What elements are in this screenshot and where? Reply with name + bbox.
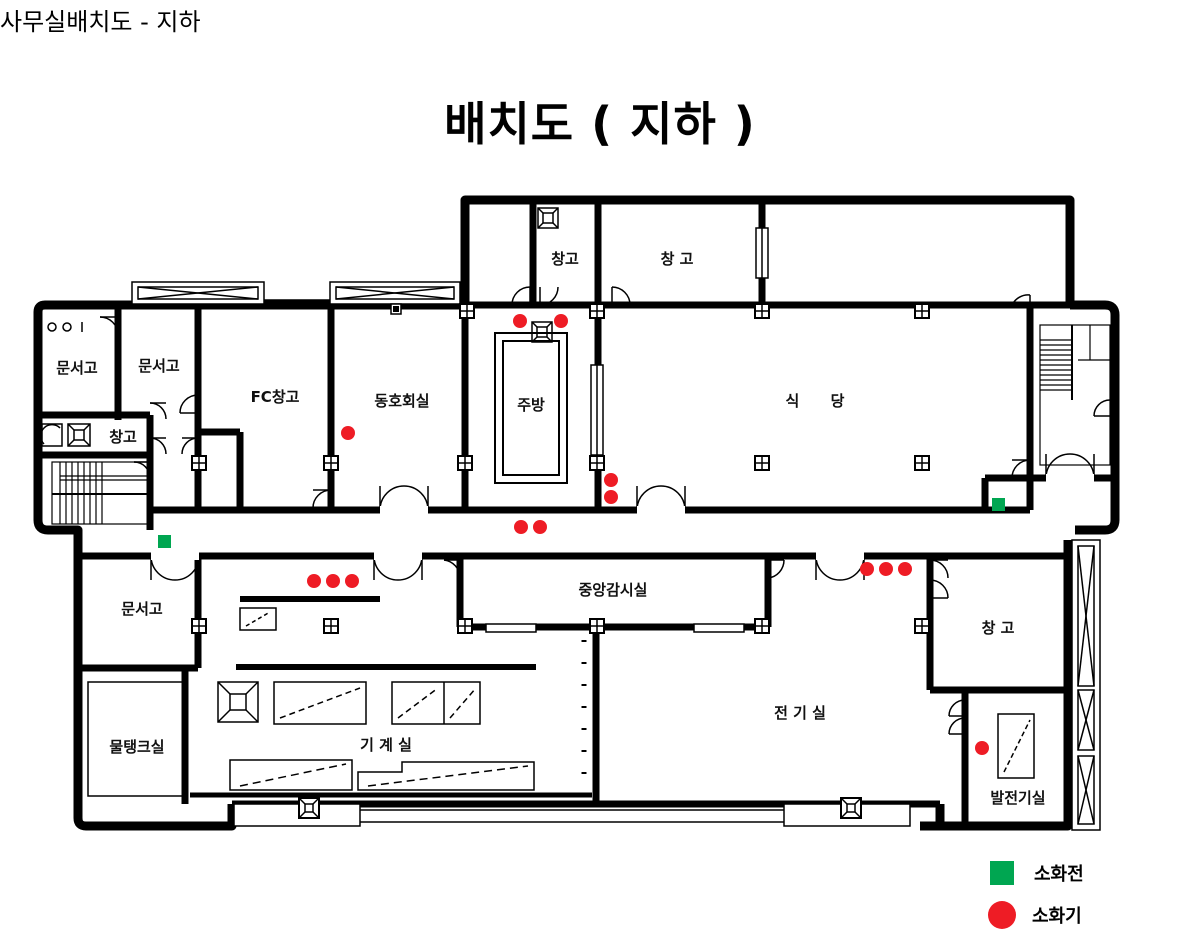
fire-extinguisher-marker xyxy=(307,574,321,588)
fire-extinguisher-marker xyxy=(860,562,874,576)
room-label-generator-room: 발전기실 xyxy=(990,789,1045,807)
room-label-fc-storage: FC창고 xyxy=(251,388,300,406)
legend: 소화전 소화기 xyxy=(988,852,1190,936)
page-title: 사무실배치도 - 지하 xyxy=(0,8,201,36)
fire-extinguishers xyxy=(307,314,989,755)
room-label-storage: 창고 xyxy=(551,250,579,268)
fire-hydrants xyxy=(158,498,1005,548)
top-windows xyxy=(131,281,461,305)
water-tank xyxy=(87,681,185,797)
fire-extinguisher-marker xyxy=(604,473,618,487)
extinguisher-swatch-icon xyxy=(988,901,1016,929)
room-label-central-monitoring: 중앙감시실 xyxy=(578,581,647,599)
doors xyxy=(99,286,1111,735)
column-markers xyxy=(191,303,930,634)
toilet-fixtures xyxy=(39,322,83,447)
room-label-doc-storage: 문서고 xyxy=(138,357,180,375)
legend-hydrant-label: 소화전 xyxy=(1034,864,1084,885)
bottom-windows xyxy=(233,797,911,827)
room-labels: 문서고 문서고 창고 FC창고 동호회실 주방 창고 창 고 식 당 문서고 중… xyxy=(56,250,1045,807)
fire-hydrant-marker xyxy=(158,535,171,548)
right-windows xyxy=(1071,539,1101,831)
fire-extinguisher-marker xyxy=(533,520,547,534)
fire-hydrant-marker xyxy=(992,498,1005,511)
legend-hydrant: 소화전 xyxy=(990,852,1190,894)
fire-extinguisher-marker xyxy=(513,314,527,328)
machine-equipment xyxy=(229,607,1035,791)
fire-extinguisher-marker xyxy=(326,574,340,588)
room-label-club-room: 동호회실 xyxy=(374,392,429,410)
room-label-kitchen: 주방 xyxy=(517,396,545,414)
room-label-machine-room: 기 계 실 xyxy=(360,736,412,754)
fire-extinguisher-marker xyxy=(345,574,359,588)
machine-room-partitions xyxy=(190,596,592,798)
fire-extinguisher-marker xyxy=(879,562,893,576)
kitchen-counter xyxy=(494,332,568,484)
fire-extinguisher-marker xyxy=(341,426,355,440)
room-label-cafeteria: 식 당 xyxy=(786,392,845,410)
fire-extinguisher-marker xyxy=(514,520,528,534)
room-label-doc-storage: 문서고 xyxy=(121,600,163,618)
fire-extinguisher-marker xyxy=(898,562,912,576)
partition-panels xyxy=(485,227,769,633)
room-label-water-tank-room: 물탱크실 xyxy=(109,738,164,756)
stairs-left xyxy=(51,461,149,525)
room-label-doc-storage: 문서고 xyxy=(56,359,98,377)
stairs-right xyxy=(1039,324,1111,466)
fire-extinguisher-marker xyxy=(604,490,618,504)
room-label-electrical-room: 전 기 실 xyxy=(774,704,826,722)
legend-extinguisher-label: 소화기 xyxy=(1032,906,1082,927)
floor-plan-title: 배치도 ( 지하 ) xyxy=(444,97,756,151)
room-label-storage: 창고 xyxy=(109,428,137,446)
room-label-storage: 창 고 xyxy=(661,250,694,268)
fire-extinguisher-marker xyxy=(554,314,568,328)
fire-extinguisher-marker xyxy=(975,741,989,755)
hydrant-swatch-icon xyxy=(990,861,1014,885)
room-label-storage: 창 고 xyxy=(982,619,1015,637)
legend-extinguisher: 소화기 xyxy=(988,894,1190,936)
